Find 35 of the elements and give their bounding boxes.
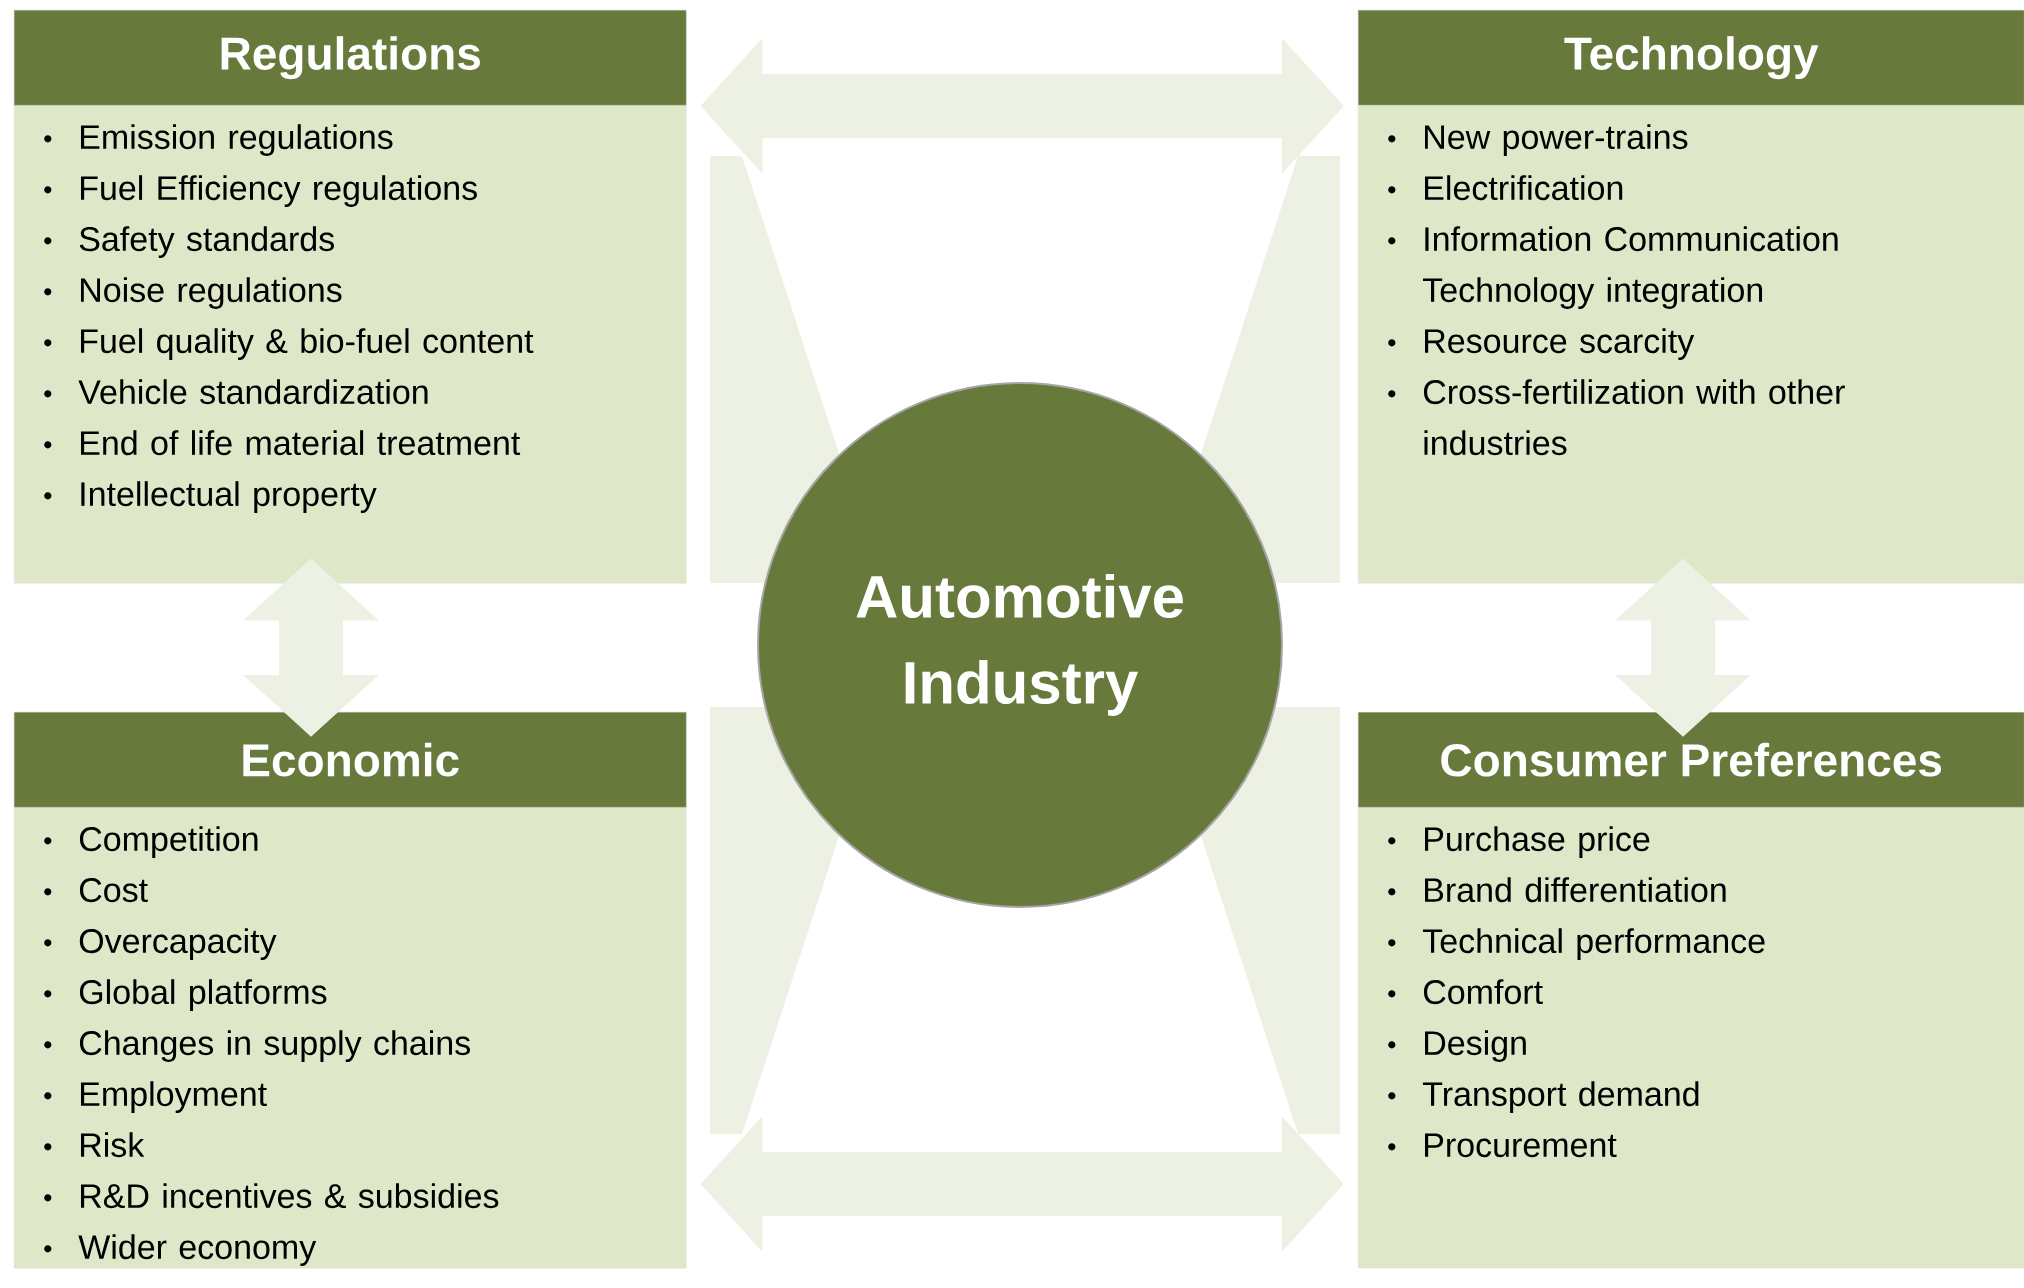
bullet-item: Purchase price: [1388, 826, 1650, 858]
bullet-item: End of life material treatment: [44, 430, 521, 456]
bullet-item: Information Communication Technology integration: [1388, 226, 1838, 309]
bullet-item: Resource scarcity: [1388, 328, 1695, 360]
bullet-item: Brand differentiation: [1388, 877, 1726, 903]
bullet-item: Technical performance: [1388, 928, 1765, 960]
bullet-item: Wider economy: [44, 1234, 317, 1266]
bullet-item: Competition: [44, 826, 258, 858]
bullet-item: R&D incentives & subsidies: [44, 1183, 499, 1209]
bullet-item: Changes in supply chains: [44, 1030, 470, 1062]
bullet-item: Overcapacity: [44, 928, 277, 960]
bullet-item: Procurement: [1388, 1133, 1617, 1158]
bullet-item: Noise regulations: [44, 277, 342, 309]
bullet-item: Fuel Efficiency regulations: [44, 175, 477, 207]
bullet-item: Fuel quality & bio-fuel content: [44, 328, 534, 360]
bullet-item: Risk: [44, 1132, 145, 1158]
header-bar: Regulations: [14, 10, 687, 106]
header-bar: Technology: [1358, 10, 2024, 106]
header-bar: Consumer Preferences: [1358, 712, 2024, 808]
bullet-item: Vehicle standardization: [44, 379, 428, 405]
header-bar: Economic: [14, 712, 687, 808]
bullet-item: Cross-fertilization with other industries: [1388, 379, 1845, 456]
center-circle: [757, 382, 1283, 908]
bullet-item: Comfort: [1388, 979, 1543, 1005]
bullet-item: Employment: [44, 1081, 267, 1113]
bullet-item: Transport demand: [1388, 1081, 1699, 1113]
bullet-item: Safety standards: [44, 226, 334, 258]
bullet-item: Cost: [44, 878, 148, 903]
circle-label: Automotive Industry: [856, 574, 1183, 716]
bullet-item: Global platforms: [44, 979, 327, 1011]
bullet-item: New power-trains: [1388, 124, 1688, 156]
bullet-item: Intellectual property: [44, 481, 377, 513]
bullet-item: Emission regulations: [44, 124, 393, 156]
bullet-item: Electrification: [1388, 175, 1623, 201]
bullet-item: Design: [1388, 1030, 1526, 1062]
